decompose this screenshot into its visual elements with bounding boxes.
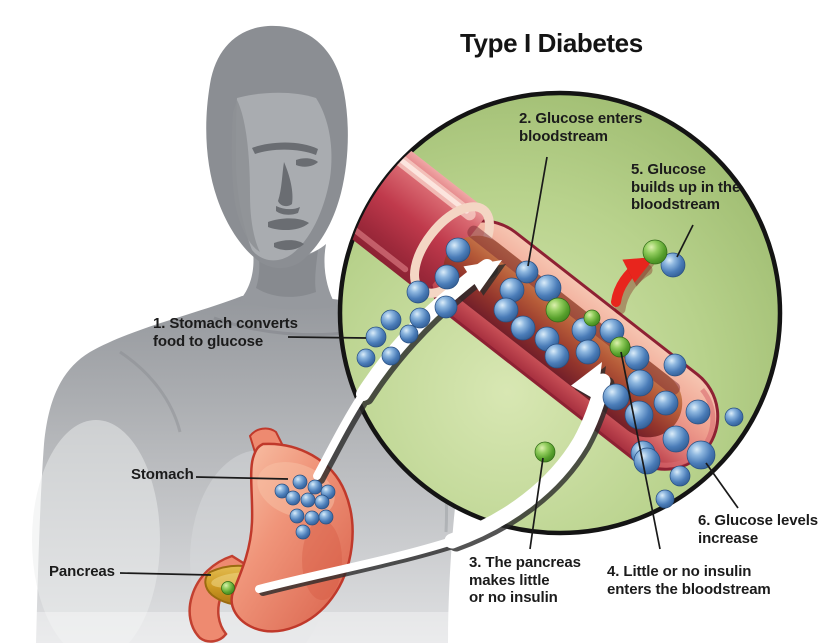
face-side-shadow <box>231 100 260 252</box>
red-arrow <box>611 257 657 315</box>
leader-line-stomach <box>195 476 289 480</box>
label-step5: 5. Glucose builds up in the bloodstream <box>631 161 741 214</box>
glucose-molecules <box>274 237 744 540</box>
torso-highlight <box>32 420 160 643</box>
shoulder-crease <box>119 350 182 433</box>
leader-line-step4 <box>620 351 661 550</box>
diagram-title: Type I Diabetes <box>460 28 643 58</box>
label-stomach: Stomach <box>131 466 194 483</box>
leader-line-step5 <box>676 224 694 258</box>
label-step4: 4. Little or no insulin enters the blood… <box>607 563 771 598</box>
label-step3: 3. The pancreas makes little or no insul… <box>469 554 581 607</box>
leader-line-step2 <box>527 156 548 267</box>
collarbone-shading <box>213 316 353 337</box>
face-features <box>252 142 318 251</box>
insulin-molecules <box>221 239 668 595</box>
white-arrow-pancreas-to-vessel <box>255 362 615 596</box>
label-pancreas: Pancreas <box>49 563 115 580</box>
leader-line-step3 <box>529 457 544 550</box>
vessel-intact-tube <box>340 93 490 296</box>
leader-lines <box>119 156 739 576</box>
label-step6: 6. Glucose levels increase <box>698 512 819 547</box>
leader-line-pancreas <box>119 572 212 576</box>
label-step2: 2. Glucose enters bloodstream <box>519 110 643 145</box>
leader-line-step1 <box>287 336 367 339</box>
leader-line-step6 <box>705 462 739 509</box>
label-step1: 1. Stomach converts food to glucose <box>153 315 298 350</box>
